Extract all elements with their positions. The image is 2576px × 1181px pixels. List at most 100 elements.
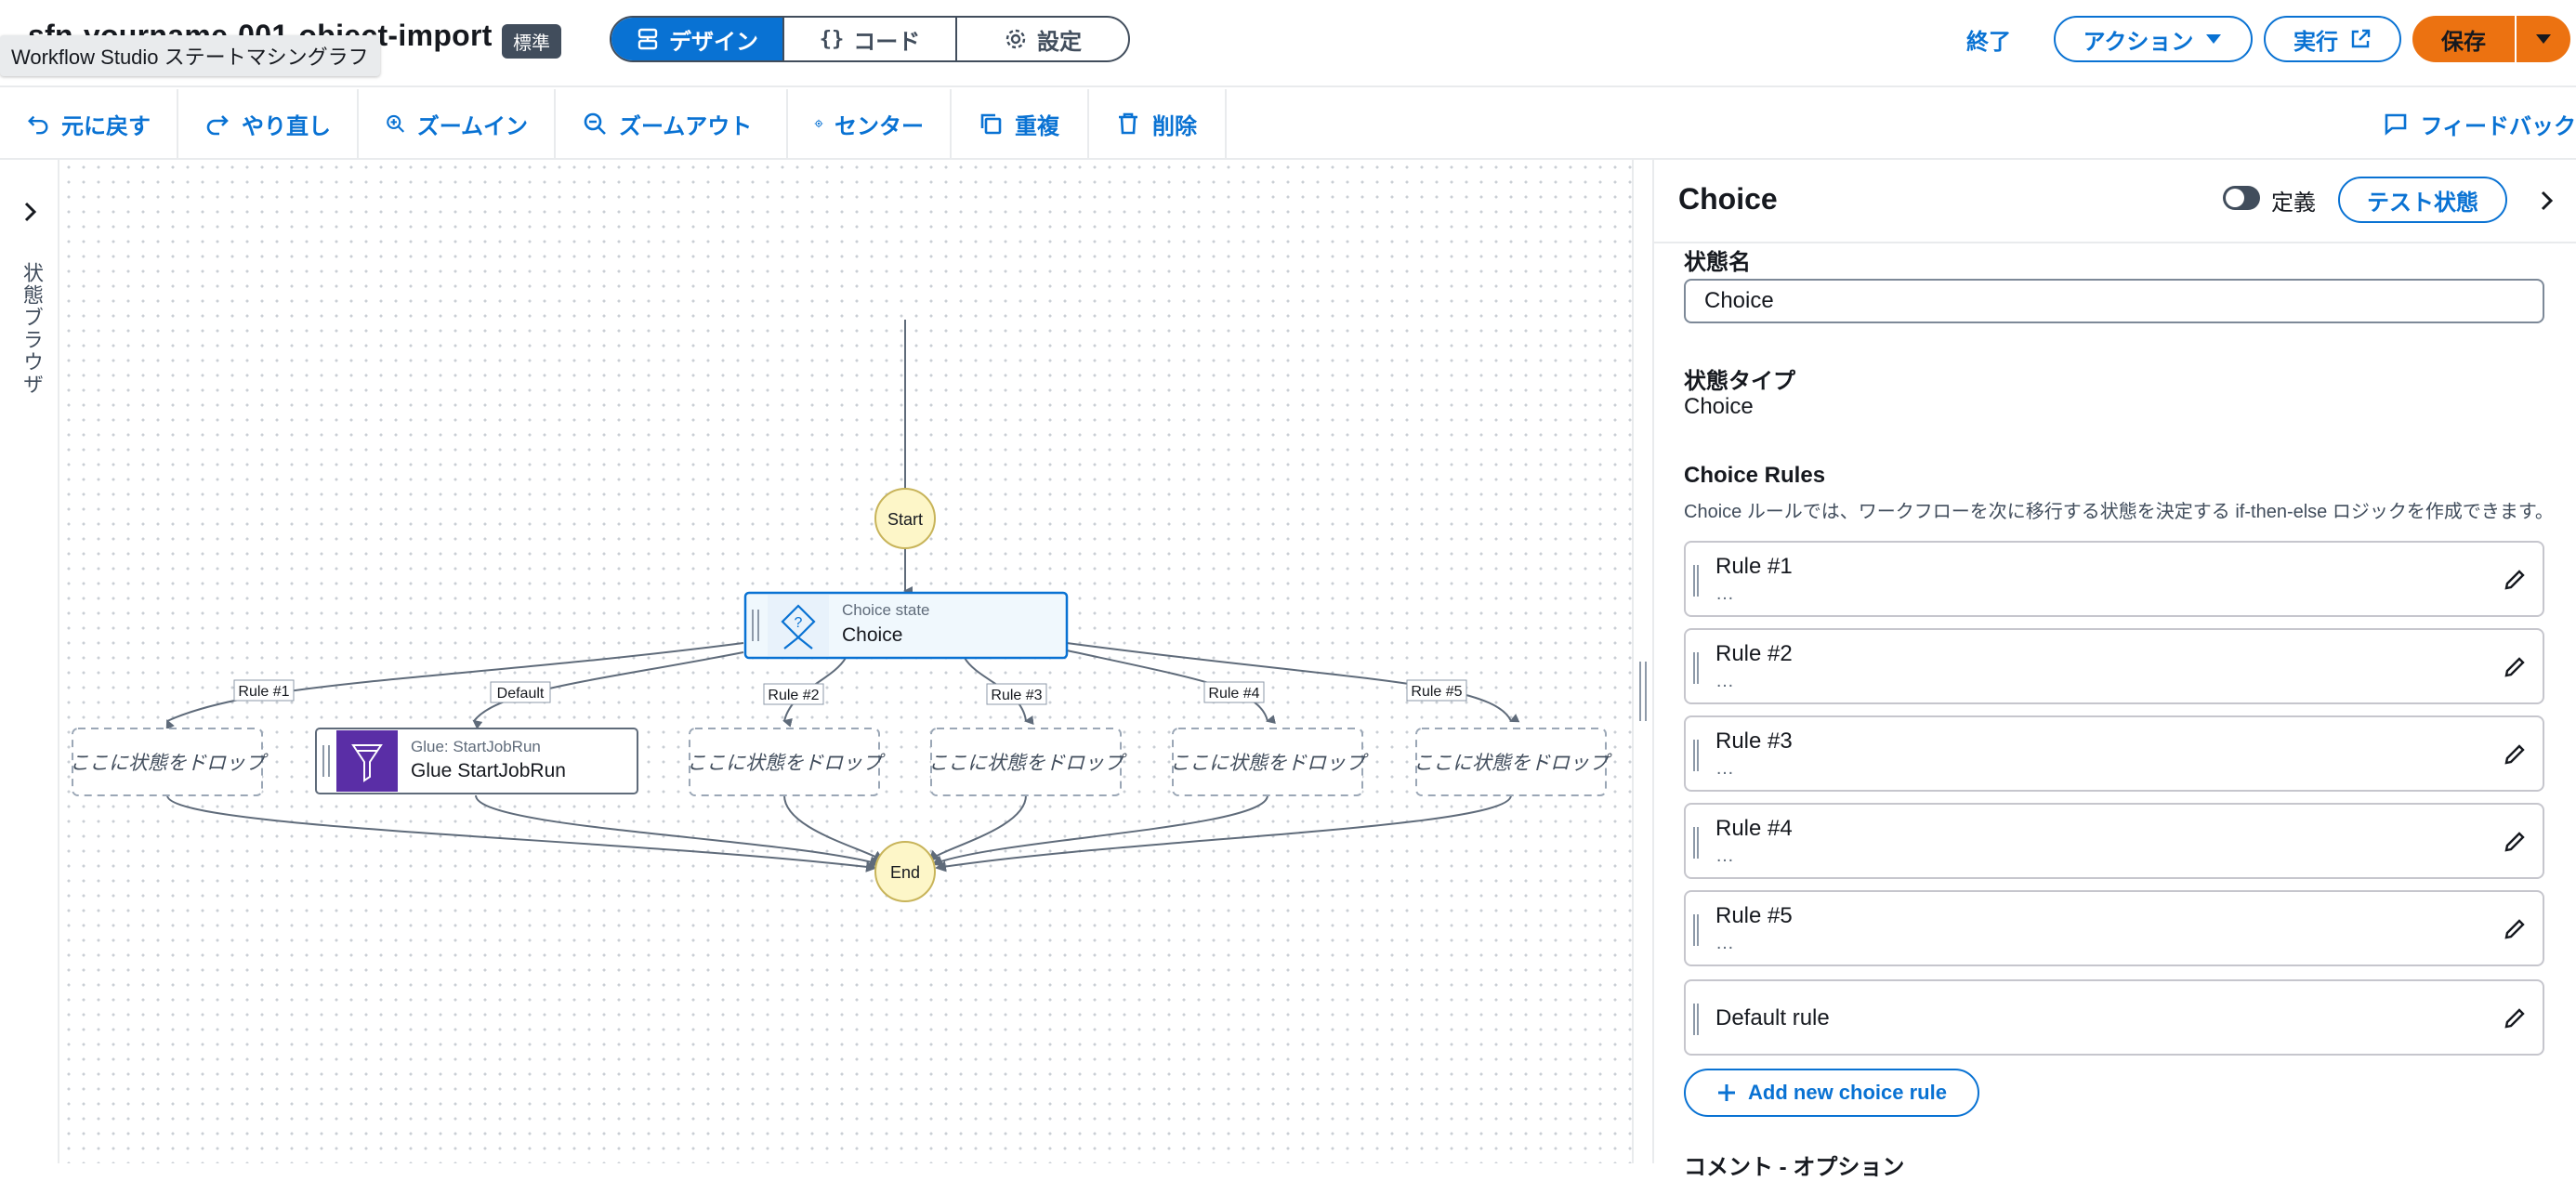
drop-zone-text: ここに状態をドロップ <box>928 753 1127 774</box>
external-link-icon <box>2351 29 2371 48</box>
rule-detail: … <box>1715 584 1734 604</box>
center-button[interactable]: センター <box>788 89 952 158</box>
edge-rule5 <box>1066 642 1520 723</box>
add-choice-rule-button[interactable]: Add new choice rule <box>1684 1069 1979 1117</box>
tab-settings-label: 設定 <box>1037 29 1082 55</box>
actions-button[interactable]: アクション <box>2054 16 2253 62</box>
choice-state-node[interactable]: ? Choice state Choice <box>743 591 1069 660</box>
drop-zone-text: ここに状態をドロップ <box>1413 753 1612 774</box>
drop-zone-text: ここに状態をドロップ <box>70 753 269 774</box>
edge-labels: Rule #1 Default Rule #2 Rule #3 Rule #4 … <box>233 679 1467 705</box>
zoom-in-icon <box>387 114 405 133</box>
pencil-icon[interactable] <box>2502 1005 2528 1031</box>
drop-zone-rule5[interactable]: ここに状態をドロップ <box>1413 728 1612 796</box>
duplicate-button[interactable]: 重複 <box>952 89 1089 158</box>
drag-handle-icon[interactable] <box>1693 740 1699 771</box>
rule-card-5[interactable]: Rule #5 … <box>1684 890 2544 966</box>
trash-icon <box>1119 112 1137 135</box>
pencil-icon[interactable] <box>2502 654 2528 680</box>
drop-zone-text: ここに状態をドロップ <box>687 753 886 774</box>
drag-handle-icon[interactable] <box>1693 827 1699 859</box>
tab-settings[interactable]: 設定 <box>957 18 1128 60</box>
state-browser-label[interactable]: 状態ブラウザ <box>20 262 44 396</box>
chevron-right-icon[interactable] <box>15 197 45 227</box>
glue-type-label: Glue: StartJobRun <box>411 738 541 755</box>
pencil-icon[interactable] <box>2502 916 2528 942</box>
rule-name: Rule #2 <box>1715 641 1793 666</box>
drag-handle-icon[interactable] <box>1693 1004 1699 1035</box>
drop-zone-rule2[interactable]: ここに状態をドロップ <box>687 728 886 796</box>
exit-button[interactable]: 終了 <box>1961 16 2017 62</box>
glue-startjobrun-node[interactable]: Glue: StartJobRun Glue StartJobRun <box>315 728 638 794</box>
test-state-button[interactable]: テスト状態 <box>2338 177 2507 223</box>
copy-icon <box>980 113 1002 135</box>
center-label: センター <box>835 113 924 139</box>
save-dropdown-button[interactable] <box>2517 16 2570 62</box>
state-name-input[interactable]: Choice <box>1684 279 2544 323</box>
glue-icon <box>351 744 383 782</box>
drag-handle-icon[interactable] <box>1693 914 1699 946</box>
rule-card-3[interactable]: Rule #3 … <box>1684 715 2544 792</box>
inspector-title: Choice <box>1678 182 1778 216</box>
tooltip: Workflow Studio ステートマシングラフ <box>0 35 380 76</box>
start-node[interactable]: Start <box>874 488 936 549</box>
save-button[interactable]: 保存 <box>2412 16 2515 62</box>
rule-card-1[interactable]: Rule #1 … <box>1684 541 2544 617</box>
pencil-icon[interactable] <box>2502 567 2528 593</box>
panel-resizer[interactable] <box>1632 160 1654 1163</box>
drop-zone-rule1[interactable]: ここに状態をドロップ <box>70 728 269 796</box>
comment-label: コメント - オプション <box>1684 1155 1905 1180</box>
state-name-label: 状態名 <box>1684 250 1751 275</box>
drop-zone-rule4[interactable]: ここに状態をドロップ <box>1170 728 1369 796</box>
feedback-button[interactable]: フィードバック <box>2383 89 2576 158</box>
redo-button[interactable]: やり直し <box>178 89 359 158</box>
drag-handle-icon[interactable] <box>1693 565 1699 597</box>
drop-zone-rule3[interactable]: ここに状態をドロップ <box>928 728 1127 796</box>
rule-detail: … <box>1715 846 1734 866</box>
feedback-label: フィードバック <box>2420 113 2576 139</box>
duplicate-label: 重複 <box>1015 113 1059 139</box>
canvas-toolbar: 元に戻す やり直し ズームイン ズームアウト センター 重複 削除 フィードバッ… <box>0 89 2576 160</box>
rule-card-default[interactable]: Default rule <box>1684 979 2544 1056</box>
undo-button[interactable]: 元に戻す <box>0 89 178 158</box>
definition-toggle[interactable] <box>2223 186 2260 210</box>
undo-label: 元に戻す <box>61 113 151 139</box>
resize-handle-icon[interactable] <box>1639 662 1647 721</box>
drop-zones: ここに状態をドロップ ここに状態をドロップ ここに状態をドロップ ここに状態をド… <box>70 728 1612 796</box>
edge-label-rule4: Rule #4 <box>1208 686 1259 702</box>
delete-button[interactable]: 削除 <box>1089 89 1227 158</box>
state-type-value: Choice <box>1684 394 1754 419</box>
zoom-in-button[interactable]: ズームイン <box>359 89 556 158</box>
pencil-icon[interactable] <box>2502 829 2528 855</box>
pencil-icon[interactable] <box>2502 741 2528 768</box>
state-type-label: 状態タイプ <box>1684 369 1795 394</box>
top-header: sfn-yourname-001-object-import 標準 Workfl… <box>0 0 2576 87</box>
end-node[interactable]: End <box>874 841 936 902</box>
code-icon: {} <box>819 27 845 51</box>
choice-rules-description: Choice ルールでは、ワークフローを次に移行する状態を決定する if-the… <box>1684 502 2554 522</box>
add-choice-rule-label: Add new choice rule <box>1748 1081 1947 1104</box>
run-button[interactable]: 実行 <box>2264 16 2401 62</box>
workflow-canvas[interactable]: Rule #1 Default Rule #2 Rule #3 Rule #4 … <box>61 160 1632 1163</box>
caret-down-icon <box>2536 34 2551 44</box>
rule-card-2[interactable]: Rule #2 … <box>1684 628 2544 704</box>
drag-handle-icon[interactable] <box>1693 652 1699 684</box>
rule-name: Rule #3 <box>1715 728 1793 754</box>
plus-icon <box>1718 1084 1736 1101</box>
rule-card-4[interactable]: Rule #4 … <box>1684 803 2544 879</box>
zoom-out-button[interactable]: ズームアウト <box>556 89 788 158</box>
tab-design[interactable]: デザイン <box>611 18 784 60</box>
rule-detail: … <box>1715 933 1734 953</box>
rule-detail: … <box>1715 671 1734 691</box>
feedback-icon <box>2385 113 2407 136</box>
edge-label-rule2: Rule #2 <box>768 688 819 703</box>
design-icon <box>637 28 658 50</box>
chevron-right-icon[interactable] <box>2533 188 2559 214</box>
definition-toggle-label: 定義 <box>2271 190 2316 216</box>
edge-label-rule1: Rule #1 <box>238 684 289 700</box>
tab-design-label: デザイン <box>669 29 758 55</box>
edge-rule1 <box>165 642 744 730</box>
svg-text:?: ? <box>795 615 803 631</box>
type-badge: 標準 <box>502 24 561 59</box>
tab-code[interactable]: {} コード <box>784 18 957 60</box>
